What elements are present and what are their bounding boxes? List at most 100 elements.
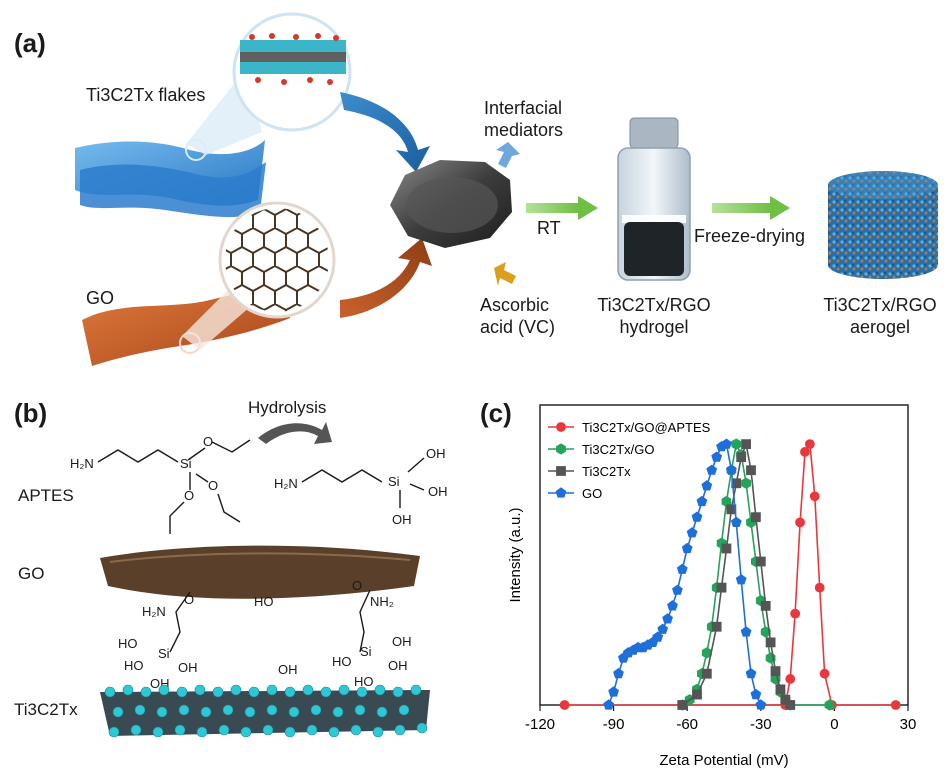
data-point	[662, 613, 673, 624]
mxene-label-b: Ti3C2Tx	[14, 700, 78, 719]
data-point	[676, 563, 688, 574]
series-layer	[559, 438, 901, 711]
data-point	[556, 422, 566, 432]
data-point	[800, 447, 810, 457]
svg-text:OH: OH	[178, 660, 198, 675]
aerogel-line2: aerogel	[849, 317, 911, 337]
data-point	[711, 621, 722, 632]
linker-bonds	[169, 589, 371, 653]
aerogel-line1: Ti3C2Tx/RGO	[823, 295, 937, 315]
x-axis-ticks: -120 -90 -60 -30 0 30	[525, 705, 916, 733]
linker-atoms: O H₂N HO O NH₂ Si HO HO OH OH Si OH OH H…	[118, 578, 412, 691]
data-point	[741, 477, 751, 489]
data-point	[780, 694, 791, 705]
svg-text:HO: HO	[354, 674, 374, 689]
blue-curved-arrow	[340, 92, 430, 172]
data-point	[750, 512, 761, 523]
aerogel-label: Ti3C2Tx/RGO aerogel	[810, 294, 950, 338]
x-axis-label: Zeta Potential (mV)	[659, 752, 788, 769]
data-point	[677, 700, 688, 710]
data-point	[608, 686, 619, 697]
data-point	[746, 465, 756, 476]
freeze-drying-arrow	[712, 196, 790, 220]
svg-text:O: O	[203, 434, 213, 449]
data-point	[760, 626, 771, 638]
mxene-layer	[100, 684, 430, 738]
hydrogel-vial	[617, 117, 691, 281]
svg-text:OH: OH	[392, 512, 412, 527]
data-point	[730, 516, 742, 527]
mxene-flakes-label: Ti3C2Tx flakes	[86, 85, 206, 105]
hydrolysis-arrow	[258, 422, 332, 444]
legend-label: Ti3C2Tx/GO@APTES	[582, 420, 711, 435]
go-label-a: GO	[86, 288, 115, 308]
mediators-line1: Interfacial	[484, 98, 563, 118]
svg-text:HO: HO	[124, 658, 144, 673]
data-point	[711, 451, 723, 462]
x-tick-label: -30	[750, 716, 772, 733]
data-point	[890, 700, 901, 710]
svg-text:OH: OH	[392, 634, 412, 649]
data-point	[555, 487, 567, 498]
data-point	[795, 517, 805, 528]
svg-text:OH: OH	[426, 446, 446, 461]
svg-text:Si: Si	[360, 644, 372, 659]
legend-label: GO	[582, 486, 602, 501]
x-tick-label: -60	[676, 716, 698, 733]
vc-arrow	[494, 262, 516, 286]
freeze-drying-label: Freeze-drying	[694, 226, 806, 246]
data-point	[559, 700, 570, 710]
hydrolysis-label: Hydrolysis	[248, 398, 327, 417]
data-point	[755, 699, 767, 710]
ascorbic-label: Ascorbic acid (VC)	[480, 294, 555, 338]
data-point	[706, 464, 718, 475]
mediators-label: Interfacial mediators	[484, 97, 563, 141]
hydrolysed-molecule	[301, 457, 425, 508]
x-tick-label: -120	[525, 716, 555, 733]
legend-label: Ti3C2Tx/GO	[582, 442, 654, 457]
mediators-line2: mediators	[484, 120, 564, 140]
aptes-label: APTES	[18, 486, 74, 505]
go-zoom-circle	[218, 201, 336, 319]
data-point	[672, 584, 683, 595]
data-point	[681, 542, 693, 554]
svg-text:OH: OH	[428, 484, 448, 499]
data-point	[657, 623, 669, 634]
svg-text:O: O	[352, 578, 362, 593]
data-point	[692, 689, 702, 700]
mixing-bowl	[390, 160, 512, 248]
data-point	[716, 582, 727, 593]
data-point	[556, 466, 566, 476]
ascorbic-line1: Ascorbic	[480, 295, 550, 315]
data-point	[785, 700, 796, 710]
go-label-b: GO	[18, 564, 45, 583]
data-point	[721, 438, 732, 449]
x-tick-label: -90	[603, 716, 625, 733]
hydrogel-label: Ti3C2Tx/RGO hydrogel	[584, 294, 724, 338]
mxene-zoom-circle	[232, 12, 352, 132]
data-point	[731, 438, 742, 450]
mediator-arrow	[496, 142, 520, 168]
svg-text:HO: HO	[254, 594, 274, 609]
x-tick-label: 30	[900, 716, 917, 733]
data-point	[741, 439, 751, 450]
svg-text:H₂N: H₂N	[274, 476, 298, 491]
svg-text:H₂N: H₂N	[70, 456, 94, 471]
x-tick-label: 0	[830, 716, 838, 733]
data-point	[824, 699, 835, 711]
hydrogel-line2: hydrogel	[619, 317, 689, 337]
data-point	[735, 574, 747, 585]
data-point	[809, 491, 820, 502]
data-point	[701, 668, 712, 679]
aptes-atoms: H₂N Si O O O	[70, 434, 218, 503]
data-point	[740, 626, 752, 637]
data-point	[819, 668, 830, 679]
rt-arrow	[526, 196, 598, 220]
data-point	[696, 495, 708, 507]
svg-text:Si: Si	[388, 474, 400, 489]
data-point	[652, 631, 664, 642]
data-point	[775, 684, 786, 695]
aerogel-cylinder	[828, 171, 938, 279]
